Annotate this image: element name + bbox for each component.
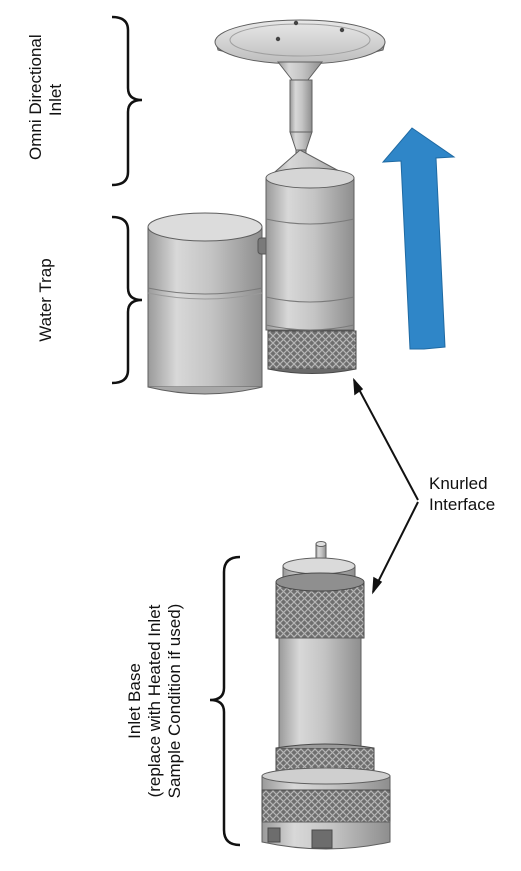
inlet-base-label-line3: Sample Condition if used): [165, 603, 184, 799]
water-trap: [147, 212, 271, 395]
inlet-base: [261, 541, 391, 850]
inlet-base-label-line1: Inlet Base: [125, 663, 144, 739]
inlet-base-bracket: [209, 555, 241, 847]
inlet-base-label: Inlet Base (replace with Heated Inlet Sa…: [125, 588, 187, 814]
water-trap-bracket: [111, 215, 143, 385]
omni-inlet-label-line2: Inlet: [46, 83, 65, 117]
omni-inlet-label: Omni Directional Inlet: [26, 34, 66, 160]
knurled-interface-label-line2: Interface: [429, 495, 496, 514]
blue-up-arrow-icon: [381, 127, 456, 350]
knurled-interface-label-line1: Knurled: [429, 474, 488, 493]
omni-inlet-label-line1: Omni Directional: [26, 34, 45, 160]
knurled-interface-arrows: [353, 377, 419, 595]
inlet-base-label-line2: (replace with Heated Inlet: [145, 604, 164, 798]
knurled-interface-label: Knurled Interface: [429, 473, 495, 515]
omni-inlet-bracket: [111, 15, 143, 187]
water-trap-label-text: Water Trap: [36, 258, 55, 342]
water-trap-label: Water Trap: [36, 258, 56, 342]
inlet-body-cylinder: [265, 167, 357, 374]
omni-directional-inlet: [214, 19, 386, 179]
